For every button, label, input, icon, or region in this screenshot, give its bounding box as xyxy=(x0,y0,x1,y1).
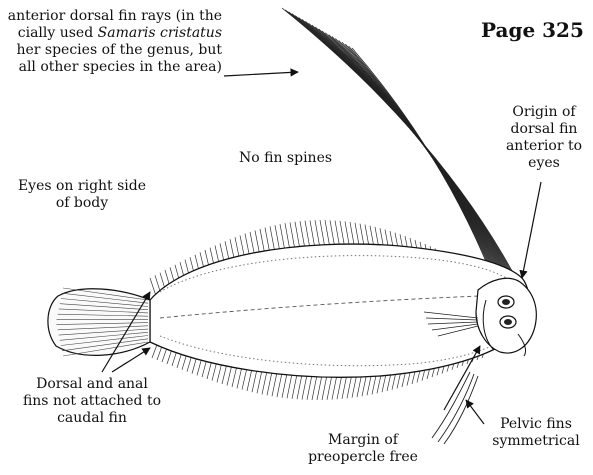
label-fins-line1: Dorsal and anal xyxy=(12,376,172,393)
label-dorsal-anal-fins: Dorsal and anal fins not attached to cau… xyxy=(12,376,172,427)
label-preopercle-line1: Margin of xyxy=(288,432,438,449)
label-pelvic-line1: Pelvic fins xyxy=(484,416,588,433)
label-no-fin-spines: No fin spines xyxy=(239,150,332,167)
elongated-dorsal-rays xyxy=(282,8,518,282)
page-title: Page 325 xyxy=(481,18,584,42)
pelvic-fins xyxy=(432,372,478,444)
label-origin-line1: Origin of xyxy=(496,104,592,121)
label-eyes-right-side: Eyes on right side of body xyxy=(12,178,152,212)
label-origin-line4: eyes xyxy=(496,155,592,172)
label-dorsal-rays: anterior dorsal fin rays (in the cially … xyxy=(0,8,222,76)
label-preopercle: Margin of preopercle free xyxy=(288,432,438,466)
label-pelvic-fins: Pelvic fins symmetrical xyxy=(484,416,588,450)
label-origin-line3: anterior to xyxy=(496,138,592,155)
label-eyes-line1: Eyes on right side xyxy=(12,178,152,195)
arrow-pelvic xyxy=(466,400,484,424)
label-fins-line3: caudal fin xyxy=(12,410,172,427)
label-fins-line2: fins not attached to xyxy=(12,393,172,410)
fish-body xyxy=(150,244,529,377)
label-dorsal-rays-line3: her species of the genus, but xyxy=(0,42,222,59)
label-pelvic-line2: symmetrical xyxy=(484,433,588,450)
arrow-dorsal-rays xyxy=(224,72,298,76)
label-origin-line2: dorsal fin xyxy=(496,121,592,138)
label-dorsal-rays-line4: all other species in the area) xyxy=(0,59,222,76)
label-origin-dorsal-fin: Origin of dorsal fin anterior to eyes xyxy=(496,104,592,172)
arrow-origin xyxy=(522,182,541,278)
label-dorsal-rays-line1: anterior dorsal fin rays (in the xyxy=(0,8,222,25)
label-preopercle-line2: preopercle free xyxy=(288,449,438,466)
label-eyes-line2: of body xyxy=(12,195,152,212)
label-dorsal-rays-line2: cially used Samaris cristatus xyxy=(0,25,222,42)
